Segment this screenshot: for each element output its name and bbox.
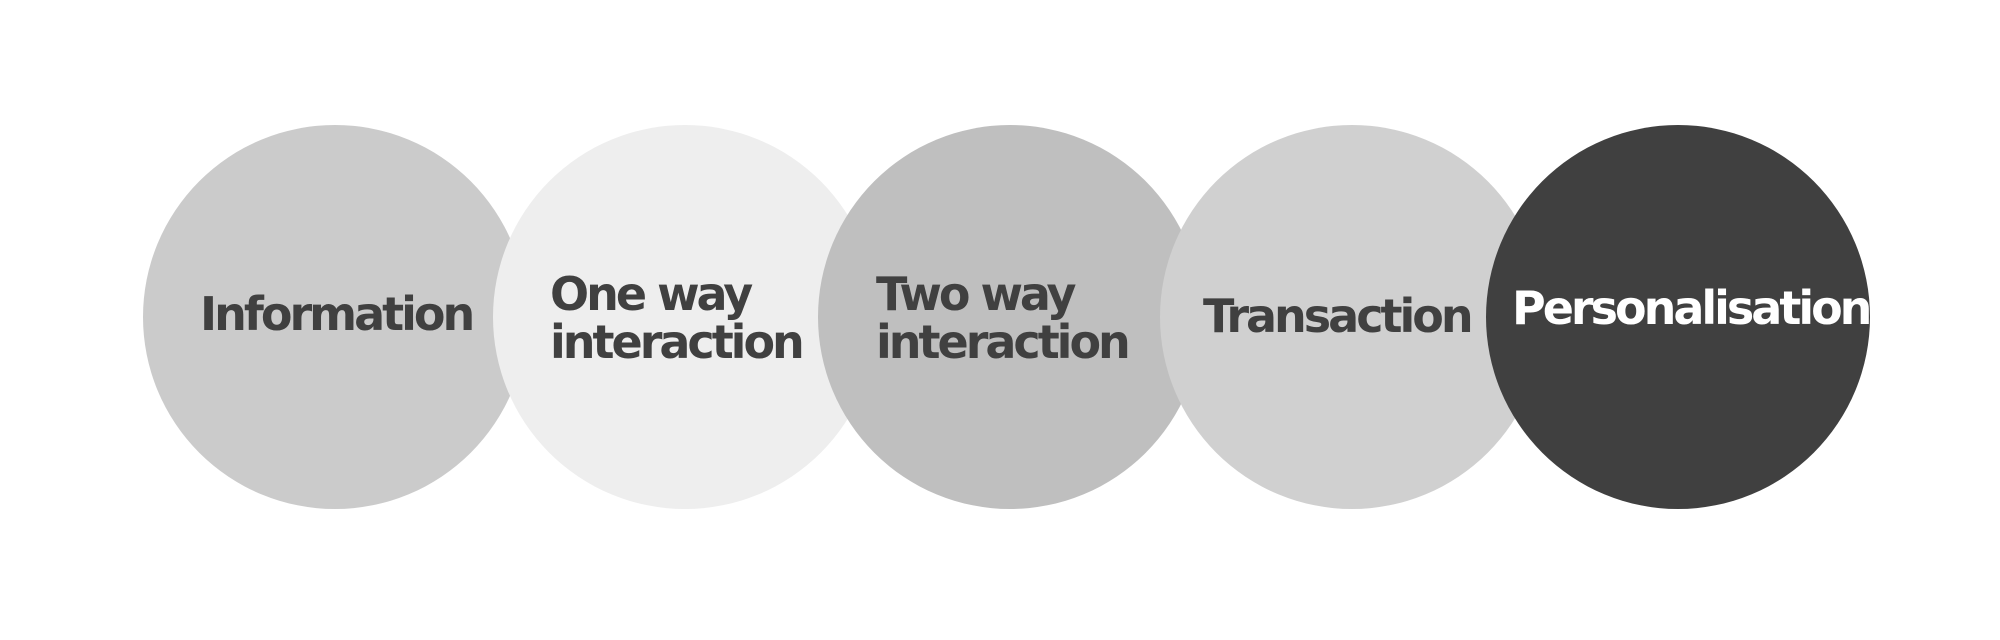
stage-label-line: Two way — [876, 267, 1077, 321]
stage-circle-transaction — [1160, 125, 1544, 509]
stage-label-line: Information — [200, 287, 475, 341]
stage-label-line: Personalisation — [1512, 281, 1872, 335]
stage-label-information: Information — [200, 287, 475, 341]
stage-circle-two-way-interaction — [818, 125, 1202, 509]
stage-label-personalisation: Personalisation — [1512, 281, 1872, 335]
stage-label-line: Transaction — [1203, 289, 1474, 343]
stage-label-two-way-interaction: Two way interaction — [876, 267, 1131, 369]
stage-circle-personalisation — [1486, 125, 1870, 509]
stage-label-line: interaction — [550, 315, 805, 369]
stage-label-transaction: Transaction — [1203, 289, 1474, 343]
stage-circle-information — [143, 125, 527, 509]
stage-label-line: interaction — [876, 315, 1131, 369]
stage-label-line: One way — [550, 267, 753, 321]
stage-circle-one-way-interaction — [493, 125, 877, 509]
stage-label-one-way-interaction: One way interaction — [550, 267, 805, 369]
